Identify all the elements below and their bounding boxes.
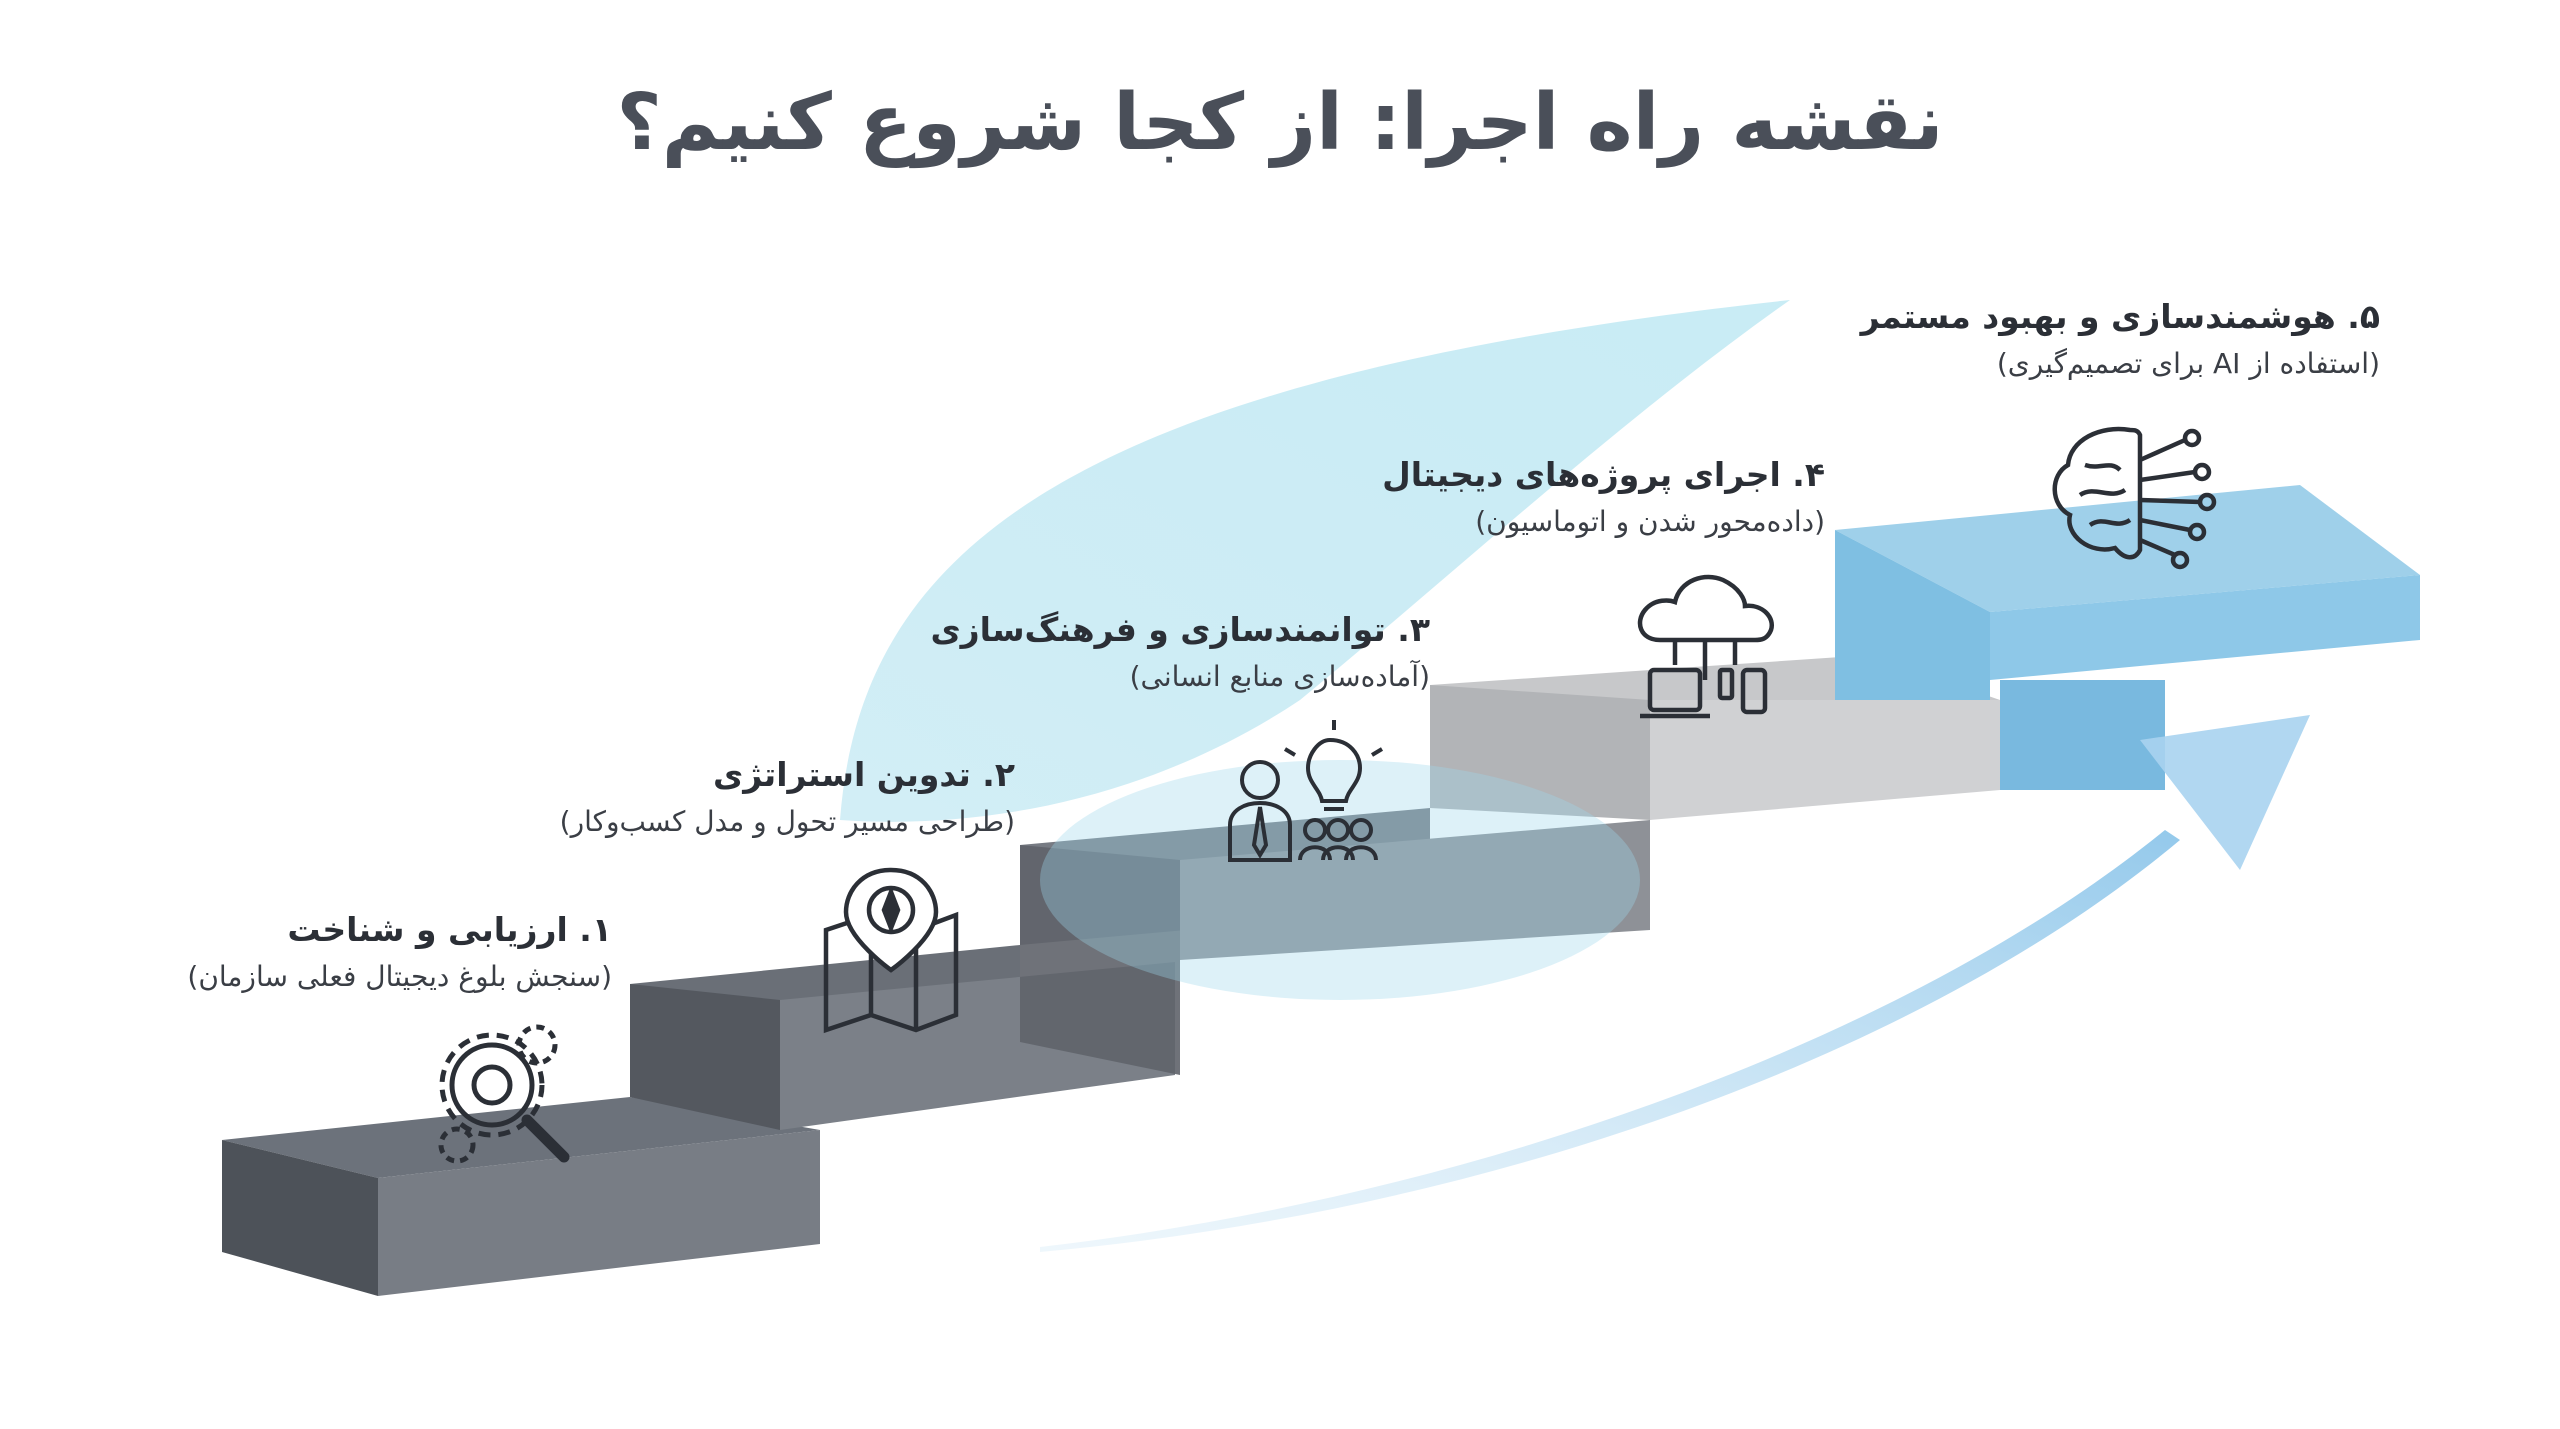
- leaf-swoosh: [840, 300, 1790, 822]
- step-3-subtitle: (آماده‌سازی منابع انسانی): [1129, 660, 1430, 693]
- step-3-block: [1430, 655, 2000, 820]
- step-2-subtitle: (طراحی مسیر تحول و مدل کسب‌وکار): [559, 805, 1015, 838]
- glow-ellipse: [1040, 760, 1640, 1000]
- step-4-subtitle: (داده‌محور شدن و اتوماسیون): [1475, 505, 1825, 538]
- step-1-title: ۱. ارزیابی و شناخت: [287, 910, 612, 949]
- step-5-label: ۵. هوشمندسازی و بهبود مستمر (استفاده از …: [1861, 292, 2380, 386]
- step-1-subtitle: (سنجش بلوغ دیجیتال فعلی سازمان): [187, 960, 612, 993]
- step-3-title: ۳. توانمندسازی و فرهنگ‌سازی: [930, 610, 1430, 649]
- step-4-label: ۴. اجرای پروژه‌های دیجیتال (داده‌محور شد…: [1382, 450, 1825, 544]
- map-compass-icon: [823, 867, 959, 1034]
- step-2-block: [1020, 808, 1650, 1075]
- step-4-title: ۴. اجرای پروژه‌های دیجیتال: [1382, 455, 1825, 494]
- step-4-block: [1835, 485, 2420, 790]
- step-2-label: ۲. تدوین استراتژی (طراحی مسیر تحول و مدل…: [560, 750, 1015, 844]
- step-3-label: ۳. توانمندسازی و فرهنگ‌سازی (آماده‌سازی …: [930, 605, 1430, 699]
- step-5-title: ۵. هوشمندسازی و بهبود مستمر: [1860, 297, 2380, 336]
- ai-brain-icon: [2052, 426, 2217, 570]
- gears-magnifier-icon: [438, 1024, 570, 1164]
- step-1-label: ۱. ارزیابی و شناخت (سنجش بلوغ دیجیتال فع…: [187, 905, 612, 999]
- step-5-subtitle: (استفاده از AI برای تصمیم‌گیری): [1996, 347, 2380, 380]
- rising-arrow: [1040, 715, 2310, 1252]
- page-title: نقشه راه اجرا: از کجا شروع کنیم؟: [616, 78, 1944, 168]
- step-2-title: ۲. تدوین استراتژی: [713, 755, 1015, 794]
- people-idea-icon: [1228, 720, 1384, 862]
- cloud-devices-icon: [1637, 574, 1774, 719]
